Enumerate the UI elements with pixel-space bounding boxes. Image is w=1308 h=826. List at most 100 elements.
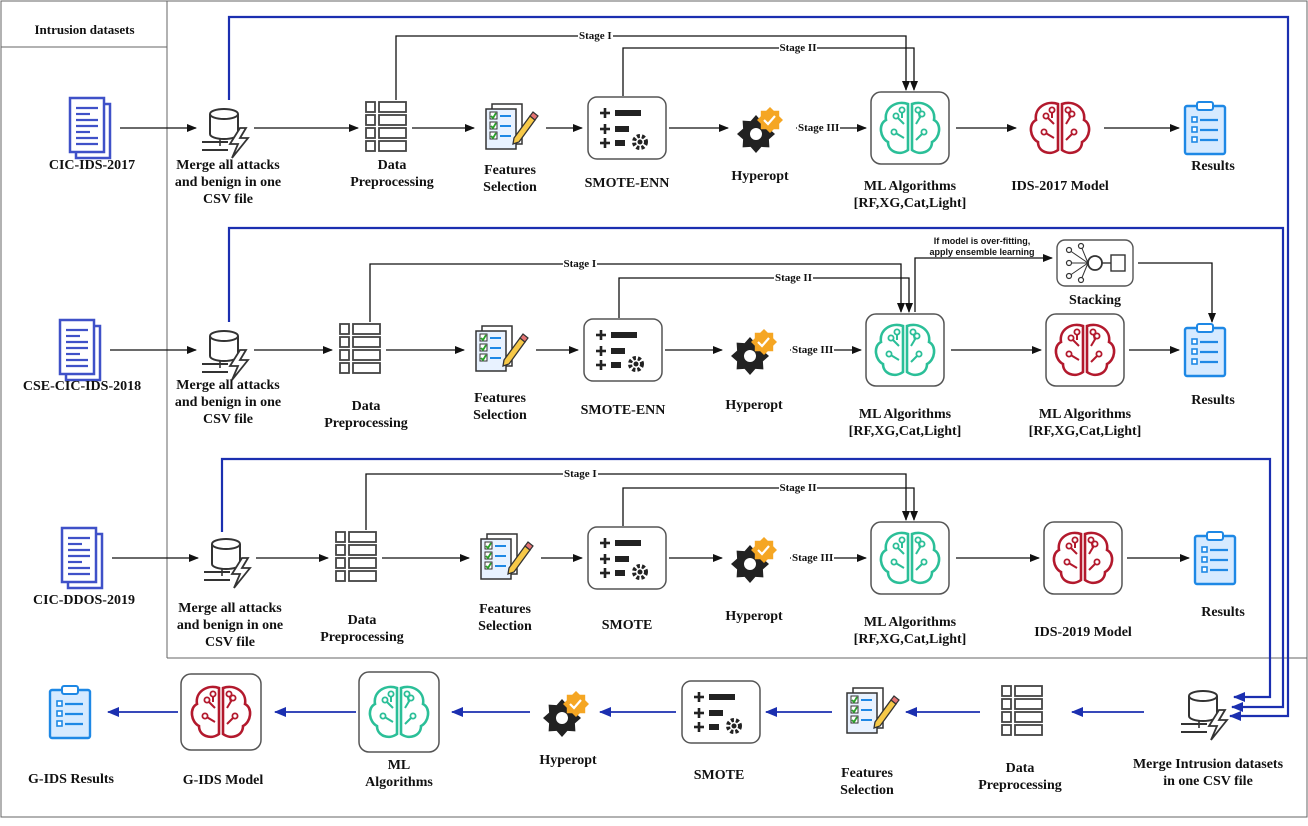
final-resampling-label: SMOTE [693, 768, 745, 783]
stage-two-bypass [618, 277, 913, 318]
features-label-line: Selection [478, 619, 532, 635]
resampling-label: SMOTE-ENN [584, 176, 670, 191]
hyperopt-label: Hyperopt [725, 398, 783, 413]
final-ml-label-line: Algorithms [365, 775, 433, 791]
stage-one-bypass [369, 263, 905, 322]
g-ids-results-label: G-IDS Results [28, 772, 114, 787]
preprocessing-label-line: Preprocessing [350, 175, 434, 191]
row2-to-final-merge-line [227, 226, 1285, 712]
preprocessing-label-line: Preprocessing [324, 416, 408, 432]
resampling-icon [583, 318, 663, 382]
final-preprocessing-label-line: Data [1005, 761, 1035, 776]
model-brain-icon [1045, 313, 1125, 387]
model-brain-icon [1029, 101, 1091, 155]
stacking-label: Stacking [1068, 293, 1122, 308]
data-table-icon [339, 323, 381, 374]
ml-algorithms-icon [870, 521, 950, 595]
ml-algorithms-label: ML Algorithms[RF,XG,Cat,Light] [854, 178, 967, 212]
merge-label-line: and benign in one [174, 175, 282, 191]
features-label-line: Selection [483, 180, 537, 196]
model-brain-icon [1043, 521, 1123, 595]
data-table-icon [365, 101, 407, 152]
dataset-name-label: CSE-CIC-IDS-2018 [22, 379, 142, 394]
intrusion-datasets-header: Intrusion datasets [34, 22, 135, 37]
stage-three-label: Stage III [791, 552, 835, 564]
final-merge-label-line: in one CSV file [1163, 774, 1253, 790]
results-clipboard-icon [1183, 101, 1227, 156]
final-features-label-line: Features [841, 766, 893, 781]
resampling-label: SMOTE-ENN [580, 403, 666, 418]
merge-label-line: Merge all attacks [178, 601, 282, 616]
features-label-line: Selection [473, 408, 527, 424]
dataset-document-icon [58, 318, 102, 382]
ensemble-branch-arrow [914, 254, 1053, 312]
hyperopt-gear-icon [737, 107, 783, 153]
g-ids-model-label: G-IDS Model [182, 773, 264, 788]
model-label-line: ML Algorithms [1038, 407, 1132, 422]
ml-algorithms-label: ML Algorithms[RF,XG,Cat,Light] [849, 406, 962, 440]
overfitting-note-line: If model is over-fitting, [933, 236, 1031, 246]
database-merge-icon [202, 330, 250, 381]
preprocessing-label-line: Data [351, 399, 381, 414]
preprocessing-label-line: Data [347, 613, 377, 628]
database-merge-icon [204, 538, 252, 589]
ml-algorithms-label-line: ML Algorithms [863, 615, 957, 630]
stage-three-label: Stage III [791, 344, 835, 356]
stage-one-label: Stage I [563, 468, 598, 480]
features-label-line: Features [474, 391, 526, 406]
preprocessing-label-line: Data [377, 158, 407, 173]
dataset-document-icon [60, 526, 104, 590]
stage-two-label: Stage II [778, 42, 818, 54]
merge-label-line: CSV file [205, 635, 255, 651]
hyperopt-gear-icon [543, 691, 589, 737]
model-label: IDS-2017 Model [1011, 179, 1109, 194]
ml-algorithms-icon [358, 671, 440, 753]
merge-label-line: and benign in one [174, 395, 282, 411]
features-checklist-icon [480, 533, 534, 580]
stage-three-label: Stage III [797, 122, 841, 134]
features-checklist-icon [485, 103, 539, 150]
merge-label-line: CSV file [203, 412, 253, 428]
merge-label-line: Merge all attacks [176, 158, 280, 173]
final-hyperopt-label: Hyperopt [539, 753, 597, 768]
stacking-icon [1056, 239, 1134, 287]
ml-algorithms-icon [865, 313, 945, 387]
resampling-icon [587, 526, 667, 590]
ml-algorithms-label-line: ML Algorithms [858, 407, 952, 422]
final-preprocessing-label-line: Preprocessing [978, 778, 1062, 794]
results-label: Results [1191, 159, 1235, 174]
dataset-name-label: CIC-IDS-2017 [48, 158, 136, 173]
row1-to-final-merge-line [227, 15, 1290, 721]
results-clipboard-icon [48, 685, 92, 740]
merge-label-line: CSV file [203, 192, 253, 208]
stage-one-label: Stage I [578, 30, 613, 42]
data-table-icon [1001, 685, 1043, 736]
stage-two-bypass [622, 47, 918, 96]
database-merge-icon [202, 108, 250, 159]
resampling-icon [681, 680, 761, 744]
results-clipboard-icon [1193, 531, 1237, 586]
database-merge-icon [1181, 690, 1229, 741]
ml-algorithms-icon [870, 91, 950, 165]
overfitting-note: If model is over-fitting,apply ensemble … [929, 236, 1034, 259]
hyperopt-label: Hyperopt [725, 609, 783, 624]
merge-label-line: and benign in one [176, 618, 284, 634]
stage-one-label: Stage I [562, 258, 598, 270]
resampling-icon [587, 96, 667, 160]
hyperopt-gear-icon [731, 537, 777, 583]
stage-two-label: Stage II [778, 482, 818, 494]
features-label-line: Features [484, 163, 536, 178]
hyperopt-gear-icon [731, 329, 777, 375]
results-label: Results [1191, 393, 1235, 408]
g-ids-model-icon [180, 673, 262, 751]
final-merge-label-line: Merge Intrusion datasets [1132, 757, 1284, 772]
